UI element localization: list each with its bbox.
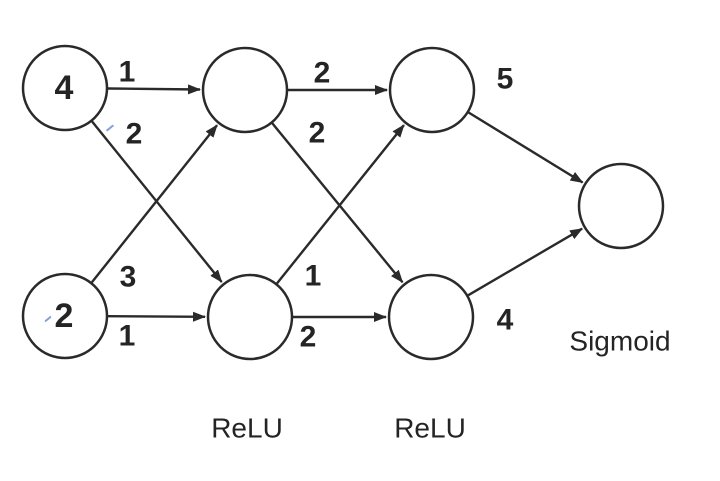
node-input-1 (21, 44, 109, 132)
artifact-mark-1 (106, 124, 114, 132)
node-value-input-2: 2 (55, 297, 74, 335)
node-output (577, 162, 665, 250)
edge-input-1-to-hidden1-top (107, 84, 201, 95)
weight-label-hidden1-top-to-hidden2-bottom: 2 (309, 117, 326, 150)
edges-group (90, 84, 584, 322)
node-hidden1-bottom (206, 273, 294, 361)
node-hidden2-bottom (387, 273, 475, 361)
edge-input-2-to-hidden1-top (90, 124, 218, 284)
weight-label-hidden2-top-to-output: 5 (497, 63, 514, 96)
weight-label-hidden2-bottom-to-output: 4 (497, 304, 514, 337)
weight-label-input-1-to-hidden1-bottom: 2 (126, 118, 143, 151)
nodes-group (21, 44, 665, 361)
edge-hidden1-top-to-hidden2-bottom (271, 122, 404, 283)
node-hidden2-top (388, 46, 476, 134)
activation-hidden1-label: ReLU (211, 413, 283, 444)
weight-label-hidden1-bottom-to-hidden2-bottom: 2 (300, 321, 317, 354)
node-input-2 (21, 272, 109, 360)
artifact-mark-2 (44, 316, 52, 322)
weight-label-hidden1-top-to-hidden2-top: 2 (314, 57, 331, 90)
weight-label-input-1-to-hidden1-top: 1 (119, 56, 136, 89)
edge-input-2-to-hidden1-bottom (107, 311, 206, 322)
weight-label-input-2-to-hidden1-top: 3 (120, 261, 137, 294)
activation-hidden2-label: ReLU (394, 413, 466, 444)
edge-hidden2-top-to-output (467, 111, 584, 184)
edge-hidden1-bottom-to-hidden2-top (275, 124, 405, 285)
weight-label-hidden1-bottom-to-hidden2-top: 1 (305, 260, 322, 293)
artifacts-group (44, 124, 114, 322)
edge-hidden2-bottom-to-output (467, 227, 583, 297)
weight-label-input-2-to-hidden1-bottom: 1 (119, 320, 136, 353)
activation-output-label: Sigmoid (569, 326, 670, 357)
node-hidden1-top (201, 46, 289, 134)
node-value-input-1: 4 (55, 69, 74, 107)
